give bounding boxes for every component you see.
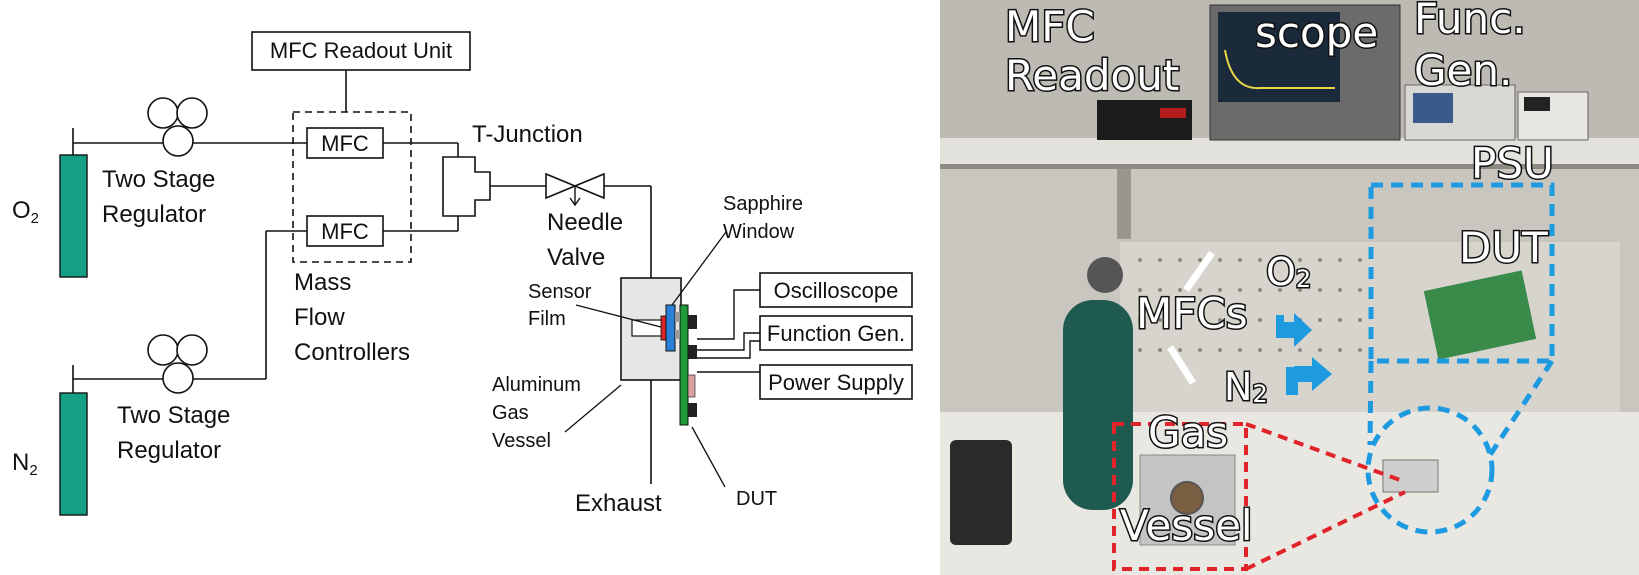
photo-psu: PSU (1471, 139, 1554, 188)
dut-component (687, 374, 696, 398)
psu-screen (1524, 97, 1550, 111)
sensor-film-label-2: Film (528, 308, 566, 330)
function-gen-box (759, 315, 913, 351)
sapphire-window-label-2: Window (723, 221, 795, 243)
oscilloscope-trace (1224, 49, 1335, 90)
sensor-film (660, 315, 667, 341)
photo-shelf (940, 138, 1639, 168)
photo-gas-vessel-port (1170, 481, 1204, 515)
sensor-film-pointer (575, 304, 662, 328)
dut-component (688, 345, 697, 359)
mass-flow-label-1: Mass (294, 269, 351, 296)
regulator-top-label-1: Two Stage (102, 166, 215, 193)
photo-regulator (1087, 257, 1123, 293)
sensor-film-label-1: Sensor (528, 281, 592, 303)
function-gen-label: Function Gen. (767, 321, 905, 346)
photo-gas-vessel-2: Vessel (1120, 501, 1253, 550)
photo-o2: O2 (1266, 250, 1311, 294)
schematic-diagram: MFC Readout Unit MFC MFC O2 Two Stage Re… (12, 31, 913, 517)
regulator-bottom-label-2: Regulator (117, 437, 221, 464)
dut-component (688, 315, 697, 329)
needle-valve-icon (545, 172, 605, 207)
photo-n2: N2 (1224, 365, 1268, 409)
t-junction-label: T-Junction (472, 121, 583, 148)
dut-closeup-circle (1365, 405, 1495, 535)
panel-gap (928, 0, 940, 575)
vessel-callout-line-b (1245, 490, 1406, 571)
regulator-bottom-icon (147, 334, 208, 394)
oscilloscope-wire (697, 289, 760, 340)
o2-cylinder (59, 154, 88, 278)
t-junction-block (442, 156, 491, 217)
needle-valve-label-2: Valve (547, 244, 605, 271)
dut-pointer (691, 426, 726, 488)
regulator-top-label-2: Regulator (102, 201, 206, 228)
photo-dut-board (1423, 270, 1537, 360)
dut-label: DUT (736, 488, 777, 510)
dut-component (675, 312, 680, 322)
mfc-bottom-label: MFC (321, 219, 369, 244)
photo-scope: scope (1255, 8, 1378, 57)
n2-arrow-icon (1286, 357, 1332, 395)
vessel-callout-line-a (1245, 422, 1401, 482)
mfc-readout-unit-label: MFC Readout Unit (270, 38, 452, 63)
sapphire-pointer (671, 231, 727, 306)
function-gen-screen (1413, 93, 1453, 123)
power-supply-box (759, 364, 913, 400)
n2-label: N2 (12, 449, 38, 479)
o2-arrow-icon (1276, 313, 1312, 347)
mfc-readout-display (1160, 108, 1186, 118)
photo-mfc-readout-1: MFC (1005, 2, 1095, 51)
photo-mfcs: MFCs (1136, 289, 1248, 338)
mfc-enclosure (292, 111, 412, 263)
photo-desk (940, 412, 1639, 575)
power-supply-label: Power Supply (768, 370, 904, 395)
photo-gas-vessel-1: Gas (1148, 408, 1228, 457)
regulator-top-icon (147, 97, 208, 157)
mass-flow-label-3: Controllers (294, 339, 410, 366)
mfc-indicator-top (1183, 250, 1215, 293)
mfc-indicator-bottom (1167, 345, 1196, 385)
photo-handheld-meter (950, 440, 1012, 545)
photo-shelf-edge (940, 164, 1639, 169)
dut-highlight-box (1368, 182, 1555, 364)
dut-pcb (679, 304, 689, 426)
photo-gas-cylinder (1063, 300, 1133, 510)
photo-dut: DUT (1459, 223, 1548, 272)
o2-label: O2 (12, 197, 39, 227)
needle-valve-label-1: Needle (547, 209, 623, 236)
function-gen-wire-b (697, 340, 760, 359)
sensor-cavity (631, 319, 665, 337)
dut-callout-line-a (1367, 360, 1374, 446)
sapphire-window (665, 304, 676, 352)
lab-photo: MFC Readout scope Func. Gen. PSU DUT MFC… (940, 0, 1639, 575)
mfc-readout-unit-box (251, 31, 471, 71)
photo-mfc-readout-2: Readout (1005, 51, 1179, 100)
regulator-bottom-label-1: Two Stage (117, 402, 230, 429)
dut-component (688, 403, 697, 417)
exhaust-label: Exhaust (575, 490, 662, 517)
oscilloscope-box (759, 272, 913, 308)
photo-func-gen-1: Func. (1414, 0, 1526, 43)
photo-func-gen-2: Gen. (1414, 46, 1512, 95)
gas-vessel-highlight-box (1112, 422, 1248, 571)
mass-flow-label-2: Flow (294, 304, 345, 331)
sapphire-window-label-1: Sapphire (723, 193, 803, 215)
aluminum-gas-vessel-label-2: Gas (492, 402, 529, 424)
mfc-top-label: MFC (321, 131, 369, 156)
vessel-pointer (564, 384, 622, 433)
aluminum-gas-vessel-label-1: Aluminum (492, 374, 581, 396)
oscilloscope-label: Oscilloscope (774, 278, 899, 303)
n2-cylinder (59, 392, 88, 516)
photo-shelf-bracket (1117, 169, 1131, 239)
dut-component (675, 330, 680, 339)
mfc-readout-device (1097, 100, 1192, 140)
function-gen-wire-a (697, 332, 760, 351)
aluminum-gas-vessel-label-3: Vessel (492, 430, 551, 452)
